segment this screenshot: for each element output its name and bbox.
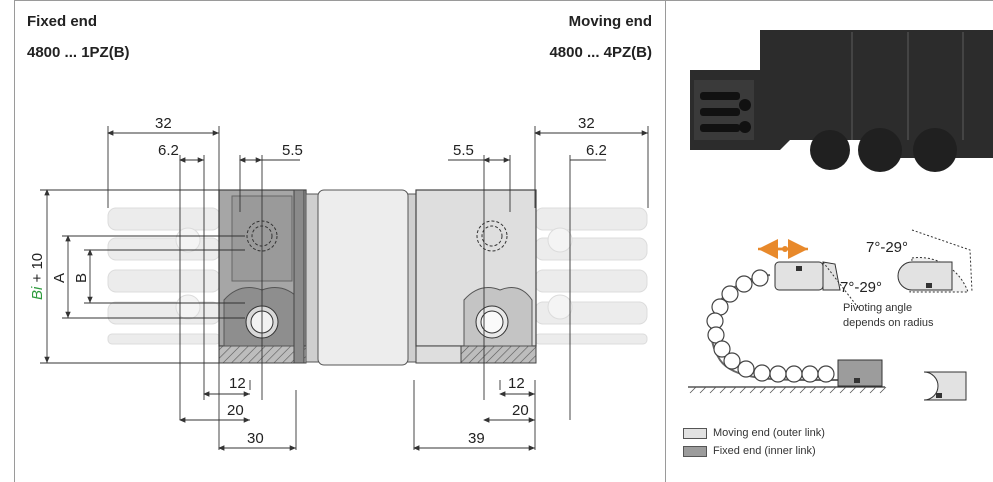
legend-moving-end: Moving end (outer link) — [683, 427, 825, 439]
dim-30: 30 — [247, 430, 264, 447]
label-bi: Bi — [29, 286, 46, 300]
angle-label-top: 7°-29° — [866, 239, 908, 256]
frame-left-border — [14, 0, 15, 482]
chain-illustration — [688, 229, 973, 401]
dim-20-right: 20 — [512, 402, 529, 419]
center-link — [305, 189, 419, 366]
dim-12-right: 12 — [508, 375, 525, 392]
product-photo — [680, 5, 993, 172]
dim-39: 39 — [468, 430, 485, 447]
dim-20-left: 20 — [227, 402, 244, 419]
dim-32-right: 32 — [578, 115, 595, 132]
moving-end-bracket — [415, 189, 537, 364]
label-a: A — [51, 273, 68, 283]
dimension-lines — [40, 126, 649, 451]
pivot-note-line2: depends on radius — [843, 317, 934, 329]
dim-5-5-right: 5.5 — [453, 142, 474, 159]
dim-6-2-right: 6.2 — [586, 142, 607, 159]
ghost-links-left — [107, 207, 221, 345]
moving-end-title: Moving end — [568, 13, 652, 30]
svg-text:Bi + 10: Bi + 10 — [29, 253, 46, 300]
dim-12-left: 12 — [229, 375, 246, 392]
panel-divider — [665, 0, 666, 482]
legend-swatch-moving — [683, 427, 707, 439]
legend-label-fixed: Fixed end (inner link) — [713, 445, 816, 457]
fixed-end-title: Fixed end — [27, 13, 98, 30]
ghost-links-right — [534, 207, 648, 345]
fixed-end-part: 4800 ... 1PZ(B) — [27, 44, 130, 61]
frame-top-border — [14, 0, 993, 1]
fixed-end-bracket — [218, 189, 307, 364]
label-plus-10: + 10 — [29, 253, 46, 283]
legend-fixed-end: Fixed end (inner link) — [683, 445, 816, 457]
pivot-note-line1: Pivoting angle — [843, 302, 912, 314]
angle-label-mid: 7°-29° — [840, 279, 882, 296]
label-b: B — [73, 273, 90, 283]
dim-32-left: 32 — [155, 115, 172, 132]
moving-end-part: 4800 ... 4PZ(B) — [549, 44, 652, 61]
dim-6-2-left: 6.2 — [158, 142, 179, 159]
label-bi-plus-10: Bi + 10 — [29, 253, 46, 300]
legend-swatch-fixed — [683, 445, 707, 457]
legend-label-moving: Moving end (outer link) — [713, 427, 825, 439]
dim-5-5-left: 5.5 — [282, 142, 303, 159]
